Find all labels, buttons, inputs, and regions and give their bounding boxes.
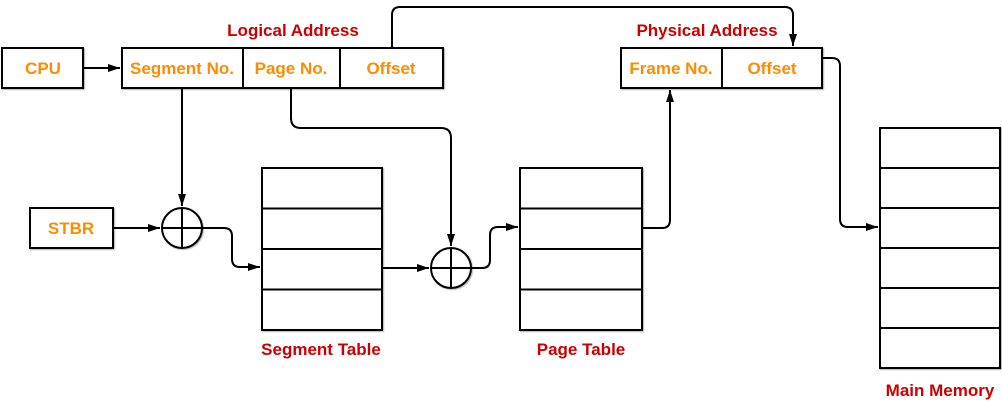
arrow-page-no-to-page-adder — [290, 88, 455, 246]
segment-table — [261, 167, 383, 331]
segment-table-title: Segment Table — [261, 340, 381, 359]
cpu-box: CPU — [1, 47, 84, 89]
physical-offset-cell: Offset — [747, 59, 796, 78]
physical-frame-no-cell: Frame No. — [629, 59, 712, 78]
logical-segment-no-cell: Segment No. — [130, 59, 234, 78]
segment-adder-icon — [161, 207, 203, 249]
logical-page-no-cell: Page No. — [255, 59, 328, 78]
logical-offset-cell: Offset — [366, 59, 415, 78]
stbr-box: STBR — [29, 207, 114, 249]
main-memory-table — [879, 127, 1001, 369]
arrow-segment-adder-to-segment-table — [202, 227, 260, 271]
cpu-label: CPU — [25, 59, 61, 78]
arrow-physical-address-to-main-memory — [822, 57, 878, 231]
page-adder-icon — [430, 247, 472, 289]
page-table — [519, 167, 643, 331]
logical-address-title: Logical Address — [227, 21, 359, 40]
arrow-logical-offset-to-physical-offset — [391, 6, 797, 48]
page-table-title: Page Table — [537, 340, 626, 359]
stbr-label: STBR — [48, 219, 94, 238]
physical-address-title: Physical Address — [636, 21, 777, 40]
logical-address-box: Segment No. Page No. Offset — [121, 47, 444, 89]
arrow-page-adder-to-page-table — [471, 223, 518, 269]
arrow-page-table-to-frame-no — [642, 90, 674, 229]
physical-address-box: Frame No. Offset — [620, 47, 823, 89]
main-memory-title: Main Memory — [886, 381, 995, 400]
